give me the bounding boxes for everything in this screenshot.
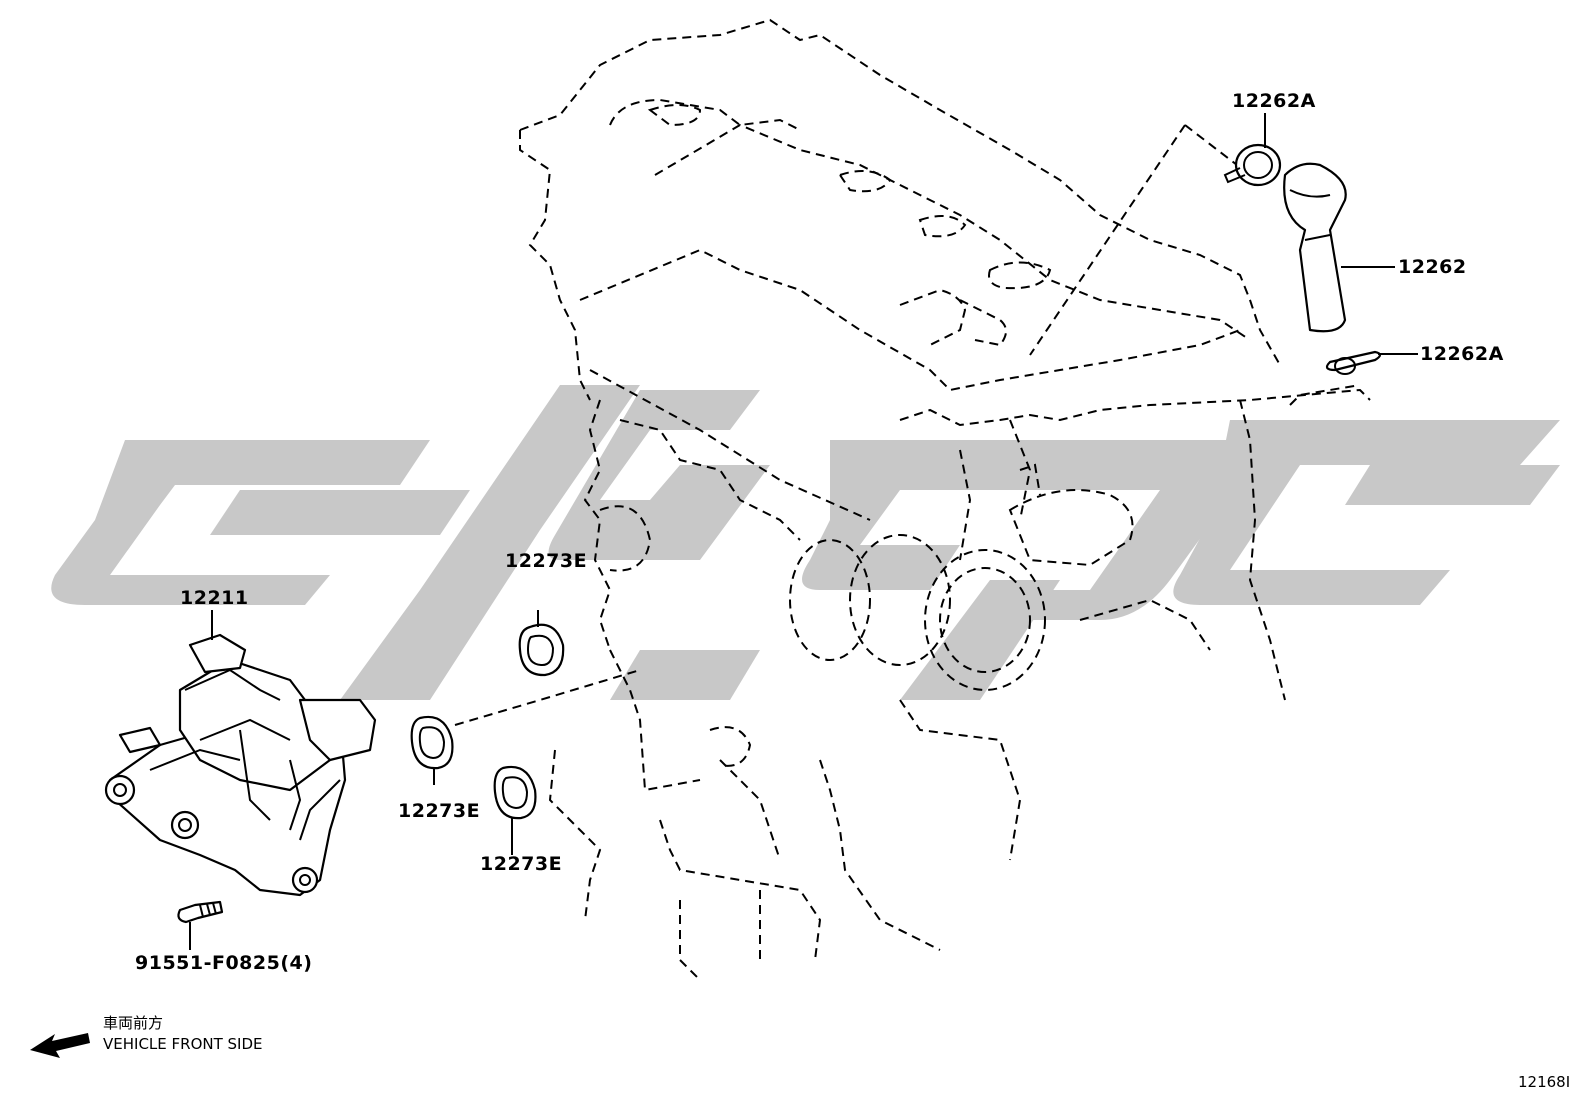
valve-assembly-part [104, 633, 377, 897]
gasket-upper-part [518, 610, 565, 677]
gasket-left-part [410, 715, 454, 785]
hose-part [1283, 162, 1347, 333]
clip-bottom-part [1325, 350, 1382, 375]
arrow-left-icon [30, 1033, 90, 1058]
figure-id: 12168I [1518, 1073, 1571, 1091]
direction-note-en: VEHICLE FRONT SIDE [103, 1035, 263, 1053]
intake-body [599, 463, 1134, 767]
clip-top-part [1223, 143, 1282, 187]
gasket-right-part [493, 765, 537, 855]
label-bolt: 91551-F0825(4) [135, 952, 313, 974]
label-gasket-right: 12273E [480, 853, 563, 875]
direction-note-jp: 車両前方 [103, 1014, 164, 1032]
brand-logo-watermark [51, 385, 1560, 700]
label-clip-bottom: 12262A [1420, 343, 1504, 365]
label-gasket-upper: 12273E [505, 550, 588, 572]
label-hose: 12262 [1398, 256, 1467, 278]
leader-lines [211, 113, 1418, 640]
bolt-part [177, 900, 224, 950]
label-gasket-left: 12273E [398, 800, 481, 822]
label-clip-top: 12262A [1232, 90, 1316, 112]
label-valve: 12211 [180, 587, 249, 609]
